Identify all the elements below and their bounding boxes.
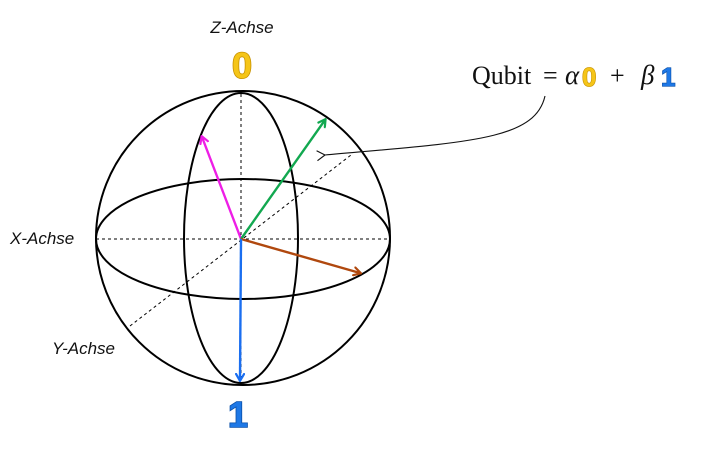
- x-axis-label: X-Achse: [9, 229, 74, 248]
- y-axis-label: Y-Achse: [52, 339, 115, 358]
- formula-zero: 0: [582, 62, 596, 92]
- formula-prefix: Qubit: [472, 61, 532, 90]
- formula-alpha: α: [565, 60, 580, 90]
- vector-magenta: [202, 137, 243, 240]
- vector-blue: [240, 238, 241, 380]
- curved-arrow-icon: [316, 95, 546, 162]
- qubit-formula: Qubit = α 0 + β 1: [472, 60, 676, 93]
- z-axis-label: Z-Achse: [209, 18, 273, 37]
- meridian-ellipse: [183, 92, 299, 384]
- state-one-label: 1: [228, 394, 248, 435]
- vector-brown: [240, 237, 360, 273]
- formula-one: 1: [661, 62, 675, 92]
- formula-beta: β: [640, 60, 655, 90]
- state-zero-label: 0: [232, 45, 252, 86]
- vector-green: [240, 120, 325, 240]
- formula-equals: =: [543, 61, 558, 90]
- formula-plus: +: [610, 61, 625, 90]
